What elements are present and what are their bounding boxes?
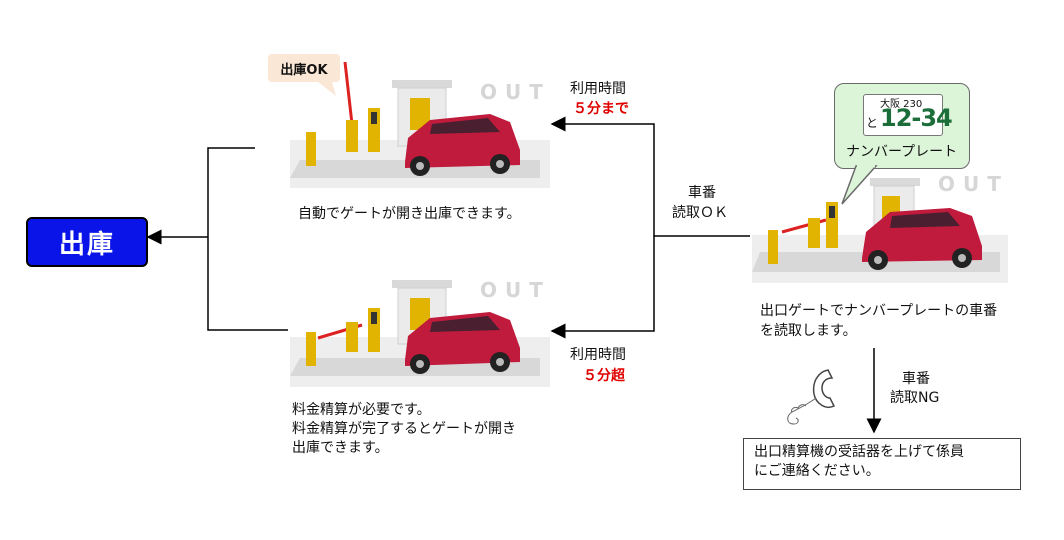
gate-caption-line-1: 出口ゲートでナンバープレートの車番	[760, 303, 998, 319]
read-ng-line-2: 読取NG	[890, 390, 940, 406]
plate-number: 12-34	[880, 104, 953, 132]
plate-hira: と	[866, 116, 879, 130]
license-plate	[863, 94, 943, 136]
bottom-caption-line-1: 料金精算が必要です。	[292, 402, 431, 418]
top-branch-label: 利用時間	[570, 81, 626, 97]
read-ok-line-1: 車番	[688, 185, 716, 201]
bottom-branch-condition: ５分超	[583, 368, 625, 384]
plate-region: 大阪 230	[880, 99, 923, 110]
read-ok-line-2: 読取ＯＫ	[672, 205, 728, 221]
contact-message-line-2: にご連絡ください。	[754, 463, 880, 479]
contact-message-line-1: 出口精算機の受話器を上げて係員	[754, 444, 964, 460]
bottom-caption-line-3: 出庫できます。	[292, 440, 389, 456]
out-sign-bottom: OUT	[480, 278, 551, 302]
contact-message-box: 出口精算機の受話器を上げて係員 にご連絡ください。	[743, 438, 1021, 490]
gate-caption-line-2: を読取します。	[760, 323, 857, 339]
bottom-caption-line-2: 料金精算が完了するとゲートが開き	[292, 421, 516, 437]
top-branch-condition: ５分まで	[573, 101, 629, 117]
exit-ok-bubble: 出庫OK	[268, 54, 340, 82]
out-sign-right: OUT	[938, 172, 1009, 196]
read-ng-line-1: 車番	[902, 371, 930, 387]
out-sign: OUT	[480, 80, 551, 104]
exit-box: 出庫	[26, 217, 148, 267]
top-scene-caption: 自動でゲートが開き出庫できます。	[298, 206, 521, 222]
plate-caption: ナンバープレート	[846, 144, 958, 160]
bottom-branch-label: 利用時間	[570, 347, 626, 363]
